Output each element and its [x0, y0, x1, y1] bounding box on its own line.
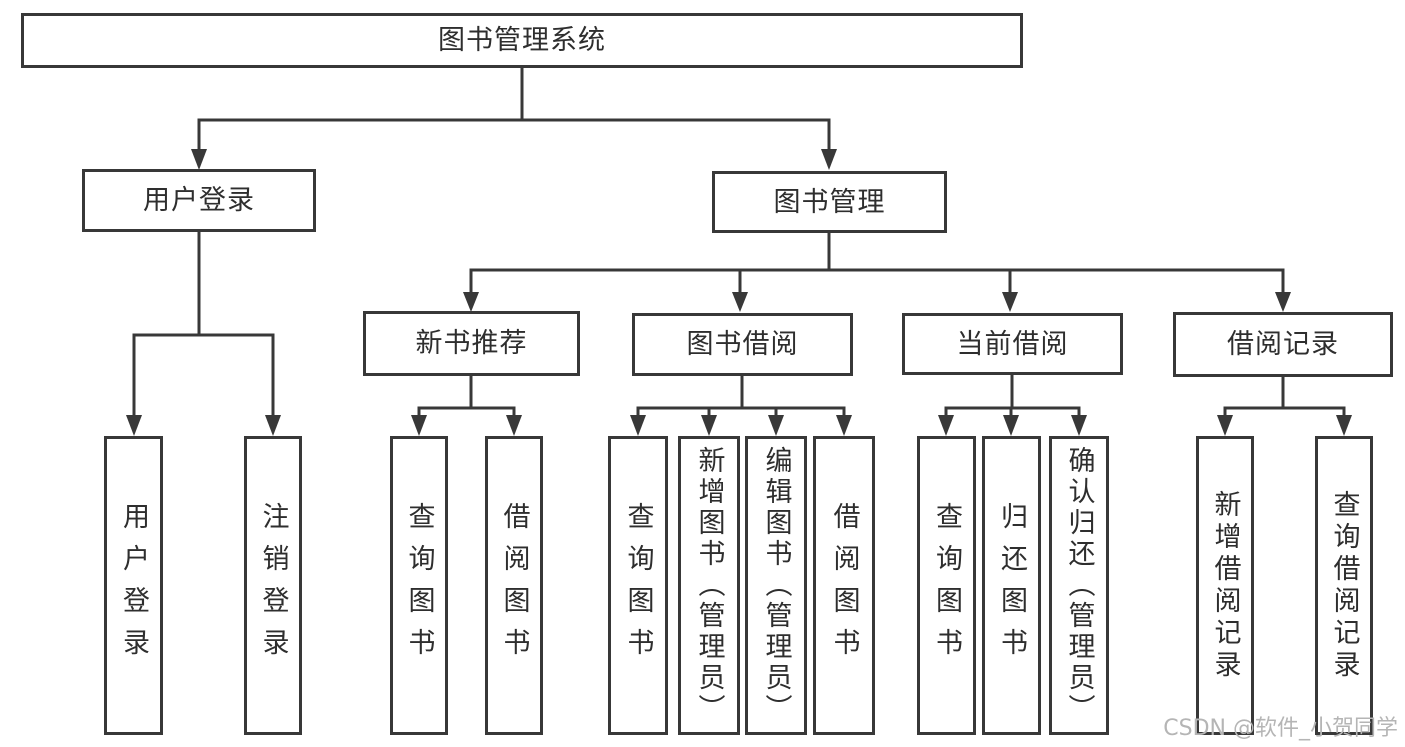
arrowhead-icon — [1071, 415, 1087, 436]
node-label: 新书推荐 — [415, 328, 528, 359]
node-borrow-records: 借阅记录 — [1173, 312, 1393, 377]
node-root-library-system: 图书管理系统 — [21, 13, 1023, 68]
connector-login-to-leaves — [126, 229, 281, 436]
leaf-label: 用户登录 — [118, 501, 149, 670]
arrowhead-icon — [126, 415, 142, 436]
connector-recommend-to-leaves — [411, 374, 522, 436]
node-label: 图书管理 — [773, 186, 886, 218]
arrowhead-icon — [506, 415, 522, 436]
arrowhead-icon — [836, 415, 852, 436]
leaf-label: 归还图书 — [996, 501, 1027, 670]
node-new-book-recommend: 新书推荐 — [363, 311, 580, 376]
node-current-borrow: 当前借阅 — [902, 313, 1123, 375]
arrowhead-icon — [411, 415, 427, 436]
arrowhead-icon — [821, 149, 837, 170]
arrowhead-icon — [1275, 292, 1291, 312]
arrowhead-icon — [1002, 292, 1018, 312]
leaf-borrow-books: 借阅图书 — [485, 436, 543, 735]
leaf-query-borrow-record: 查询借阅记录 — [1315, 436, 1373, 735]
leaf-query-books: 查询图书 — [608, 436, 668, 735]
arrowhead-icon — [701, 415, 717, 436]
leaf-edit-book-admin: 编辑图书（管理员） — [745, 436, 807, 735]
leaf-query-books: 查询图书 — [917, 436, 976, 735]
connector-borrow-to-leaves — [630, 374, 852, 436]
leaf-confirm-return-admin: 确认归还（管理员） — [1049, 436, 1109, 735]
csdn-watermark: CSDN @软件_小贺同学 — [1163, 715, 1398, 741]
node-label: 借阅记录 — [1227, 329, 1339, 360]
node-label: 图书管理系统 — [438, 25, 606, 56]
leaf-logout: 注销登录 — [244, 436, 302, 735]
arrowhead-icon — [732, 292, 748, 312]
leaf-label: 新增借阅记录 — [1209, 489, 1241, 682]
leaf-user-login: 用户登录 — [104, 436, 163, 735]
node-label: 图书借阅 — [686, 329, 799, 360]
arrowhead-icon — [463, 292, 479, 312]
connector-mgmt-to-level3 — [463, 231, 1291, 312]
leaf-return-books: 归还图书 — [982, 436, 1041, 735]
arrowhead-icon — [191, 149, 207, 170]
leaf-label: 新增图书（管理员） — [693, 446, 725, 725]
arrowhead-icon — [630, 415, 646, 436]
connector-records-to-leaves — [1217, 375, 1352, 436]
arrowhead-icon — [265, 415, 281, 436]
arrowhead-icon — [1003, 415, 1019, 436]
leaf-label: 确认归还（管理员） — [1063, 446, 1095, 725]
leaf-label: 查询图书 — [622, 501, 654, 670]
node-user-login: 用户登录 — [82, 169, 316, 232]
leaf-label: 查询图书 — [931, 501, 962, 670]
leaf-add-book-admin: 新增图书（管理员） — [678, 436, 740, 735]
connector-root-to-level2 — [191, 66, 837, 170]
arrowhead-icon — [1217, 415, 1233, 436]
leaf-borrow-books: 借阅图书 — [813, 436, 875, 735]
leaf-label: 查询图书 — [403, 501, 435, 670]
node-book-management: 图书管理 — [712, 171, 947, 233]
node-label: 当前借阅 — [956, 328, 1069, 360]
leaf-label: 编辑图书（管理员） — [760, 446, 792, 725]
node-label: 用户登录 — [143, 185, 255, 216]
leaf-label: 查询借阅记录 — [1328, 489, 1360, 682]
leaf-label: 注销登录 — [257, 501, 289, 670]
node-book-borrow: 图书借阅 — [632, 313, 853, 376]
leaf-query-books: 查询图书 — [390, 436, 448, 735]
connector-current-to-leaves — [938, 373, 1087, 436]
leaf-add-borrow-record: 新增借阅记录 — [1196, 436, 1254, 735]
arrowhead-icon — [938, 415, 954, 436]
leaf-label: 借阅图书 — [828, 501, 860, 670]
arrowhead-icon — [1336, 415, 1352, 436]
leaf-label: 借阅图书 — [498, 501, 530, 670]
arrowhead-icon — [768, 415, 784, 436]
